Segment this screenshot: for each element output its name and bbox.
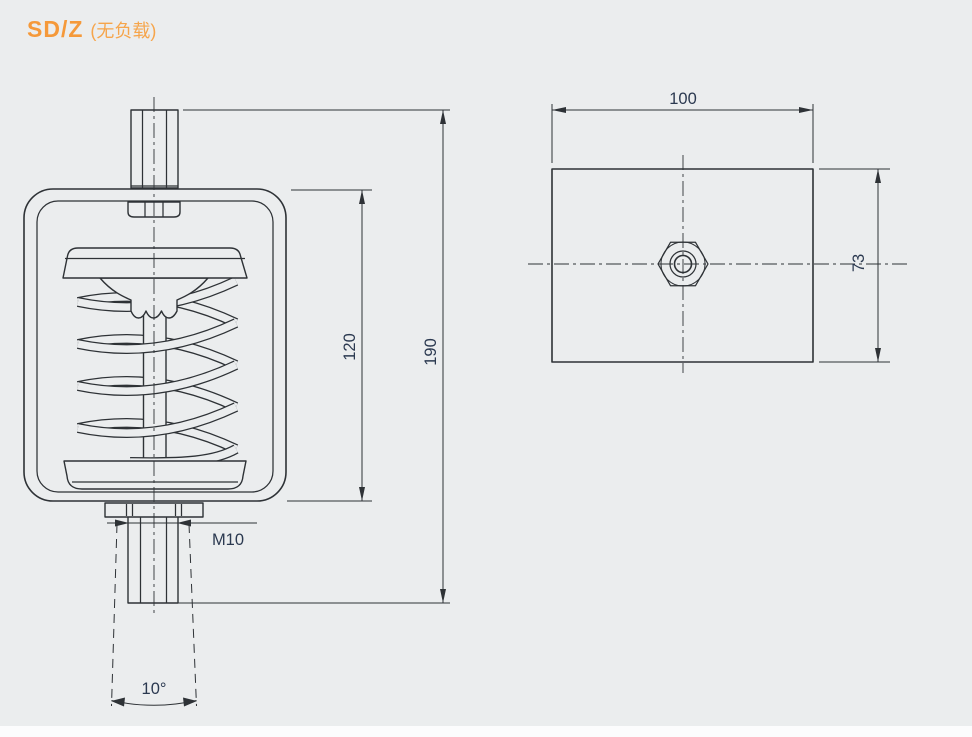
dim-label-overall-height: 190 bbox=[422, 338, 440, 366]
top-stud bbox=[130, 109, 179, 189]
page-bottom-edge bbox=[0, 726, 972, 737]
front-view-drawing: 10° M10 120 190 bbox=[23, 97, 450, 707]
dim-overall-height: 190 bbox=[128, 109, 450, 604]
load-condition-label: (无负载) bbox=[90, 21, 157, 41]
dim-m10: M10 bbox=[107, 519, 257, 549]
dim-label-thread: M10 bbox=[212, 531, 244, 549]
top-view-drawing: 100 73 bbox=[528, 90, 907, 373]
page-title: SD/Z (无负载) bbox=[27, 16, 156, 43]
dim-label-depth: 73 bbox=[850, 254, 868, 272]
center-rod bbox=[142, 299, 167, 463]
dim-depth: 73 bbox=[819, 168, 890, 363]
base-plate-outline bbox=[551, 168, 814, 363]
dim-label-housing-height: 120 bbox=[341, 333, 359, 361]
housing-outline bbox=[23, 188, 287, 502]
dim-label-sway-angle: 10° bbox=[142, 680, 167, 698]
top-cap bbox=[62, 247, 248, 279]
dim-width: 100 bbox=[551, 90, 814, 163]
product-model-label: SD/Z bbox=[27, 16, 84, 42]
dim-housing-height: 120 bbox=[287, 189, 372, 502]
dim-label-width: 100 bbox=[669, 90, 697, 108]
bottom-plate bbox=[63, 460, 247, 490]
bottom-washer bbox=[104, 502, 204, 518]
sway-cone: 10° bbox=[111, 523, 197, 707]
